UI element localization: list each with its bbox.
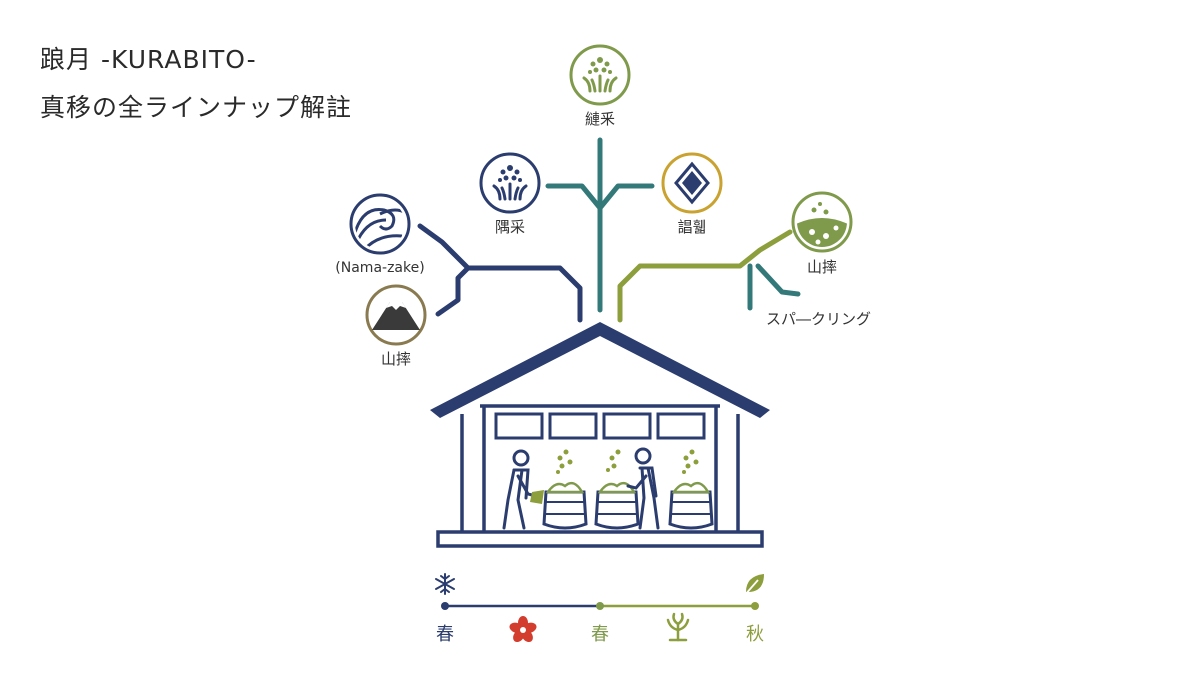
branch-line-left-upper — [417, 223, 471, 271]
label-sparkling: スパ―クリング — [766, 310, 871, 328]
label-center-right: 誯휇 — [678, 218, 707, 236]
sakura-icon — [509, 616, 537, 643]
brewery-house — [430, 322, 770, 548]
label-nama-zake: (Nama-zake) — [335, 260, 424, 276]
season-timeline: 春 春 秋 — [435, 573, 764, 645]
label-center-top: 縺釆 — [585, 110, 615, 128]
branch-line-center-left — [545, 183, 603, 211]
worker-left — [502, 449, 538, 530]
bubbles-icon — [791, 191, 853, 253]
wave-icon — [349, 193, 411, 255]
house-roof — [430, 322, 770, 418]
title-line-2: 真移の全ラインナップ解註 — [40, 93, 353, 122]
sake-vats — [542, 449, 714, 530]
season-label-5: 秋 — [746, 624, 764, 645]
label-center-left: 隅采 — [495, 218, 525, 236]
house-windows — [494, 412, 706, 440]
diamond-icon — [661, 152, 723, 214]
label-left-bottom: 山摔 — [381, 350, 411, 368]
branch-line-left-lower — [435, 265, 471, 317]
rice-sprout-icon — [569, 44, 631, 106]
leaf-icon — [743, 574, 764, 597]
snowflake-icon — [435, 573, 455, 595]
branch-line-right-sparkling-2 — [755, 263, 801, 297]
branch-line-left-main — [465, 265, 583, 323]
label-right-top: 山摔 — [807, 258, 837, 276]
branch-line-right-main — [617, 229, 793, 323]
season-label-3: 春 — [591, 624, 609, 645]
plant-icon — [666, 612, 690, 642]
branch-line-center-right — [597, 183, 655, 211]
mountain-icon — [365, 284, 427, 346]
scoop — [530, 490, 544, 504]
rice-plant-icon — [479, 152, 541, 214]
worker-right — [626, 447, 660, 530]
season-label-1: 春 — [436, 624, 454, 645]
title-line-1: 踉月 -KURABITO- — [40, 45, 257, 74]
